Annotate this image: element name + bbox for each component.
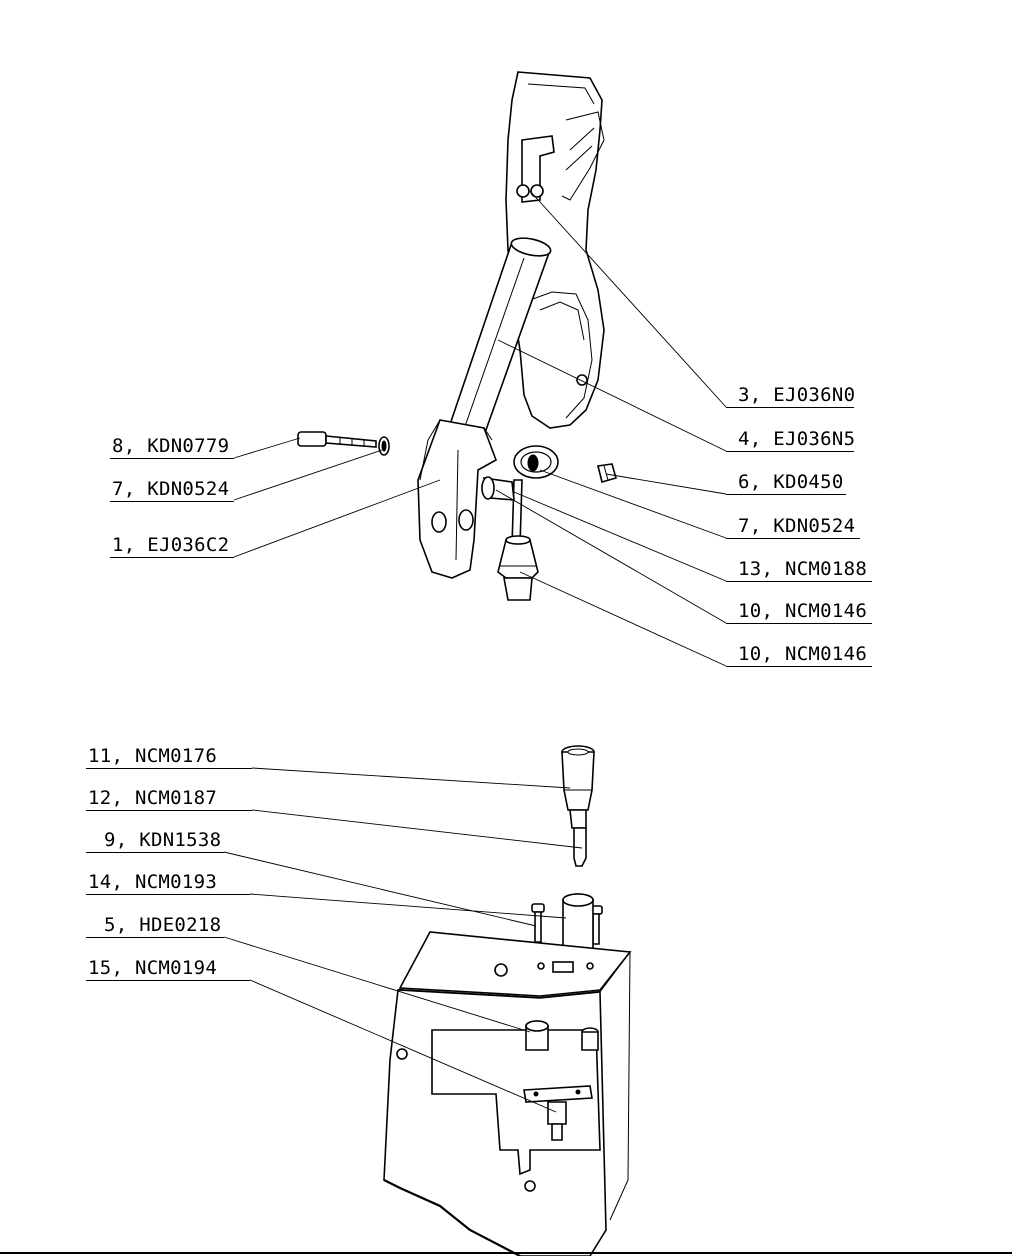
callout-13: 13, NCM0188 — [738, 558, 868, 580]
callout-9: 9, KDN1538 — [104, 829, 222, 851]
callout-1: 1, EJ036C2 — [112, 534, 230, 556]
plunger-part — [573, 827, 587, 867]
callout-8: 8, KDN0779 — [112, 435, 230, 457]
callout-15: 15, NCM0194 — [88, 957, 218, 979]
callout-7-left: 7, KDN0524 — [112, 478, 230, 500]
leader-lines — [223, 190, 727, 1113]
callout-7-right: 7, KDN0524 — [738, 515, 856, 537]
callout-3: 3, EJ036N0 — [738, 384, 856, 406]
callout-10-lower: 10, NCM0146 — [738, 643, 868, 665]
pin-pair-part — [516, 184, 544, 198]
post-part — [562, 893, 594, 957]
callout-11: 11, NCM0176 — [88, 745, 218, 767]
arm-bracket-part — [505, 71, 605, 429]
bolt-part — [297, 431, 377, 448]
callout-10-upper: 10, NCM0146 — [738, 600, 868, 622]
standoff-part — [525, 1020, 599, 1051]
nut-part — [597, 463, 617, 483]
callout-5: 5, HDE0218 — [104, 914, 222, 936]
sleeve-part — [561, 745, 595, 829]
callout-12: 12, NCM0187 — [88, 787, 218, 809]
washer-part — [378, 436, 390, 456]
knob-part — [497, 535, 539, 601]
clevis-part — [417, 419, 497, 579]
callout-14: 14, NCM0193 — [88, 871, 218, 893]
bracket-part — [523, 1085, 593, 1141]
callout-6: 6, KD0450 — [738, 471, 844, 493]
callout-4: 4, EJ036N5 — [738, 428, 856, 450]
housing-part — [383, 931, 632, 1257]
ring-pin-part — [481, 445, 559, 547]
